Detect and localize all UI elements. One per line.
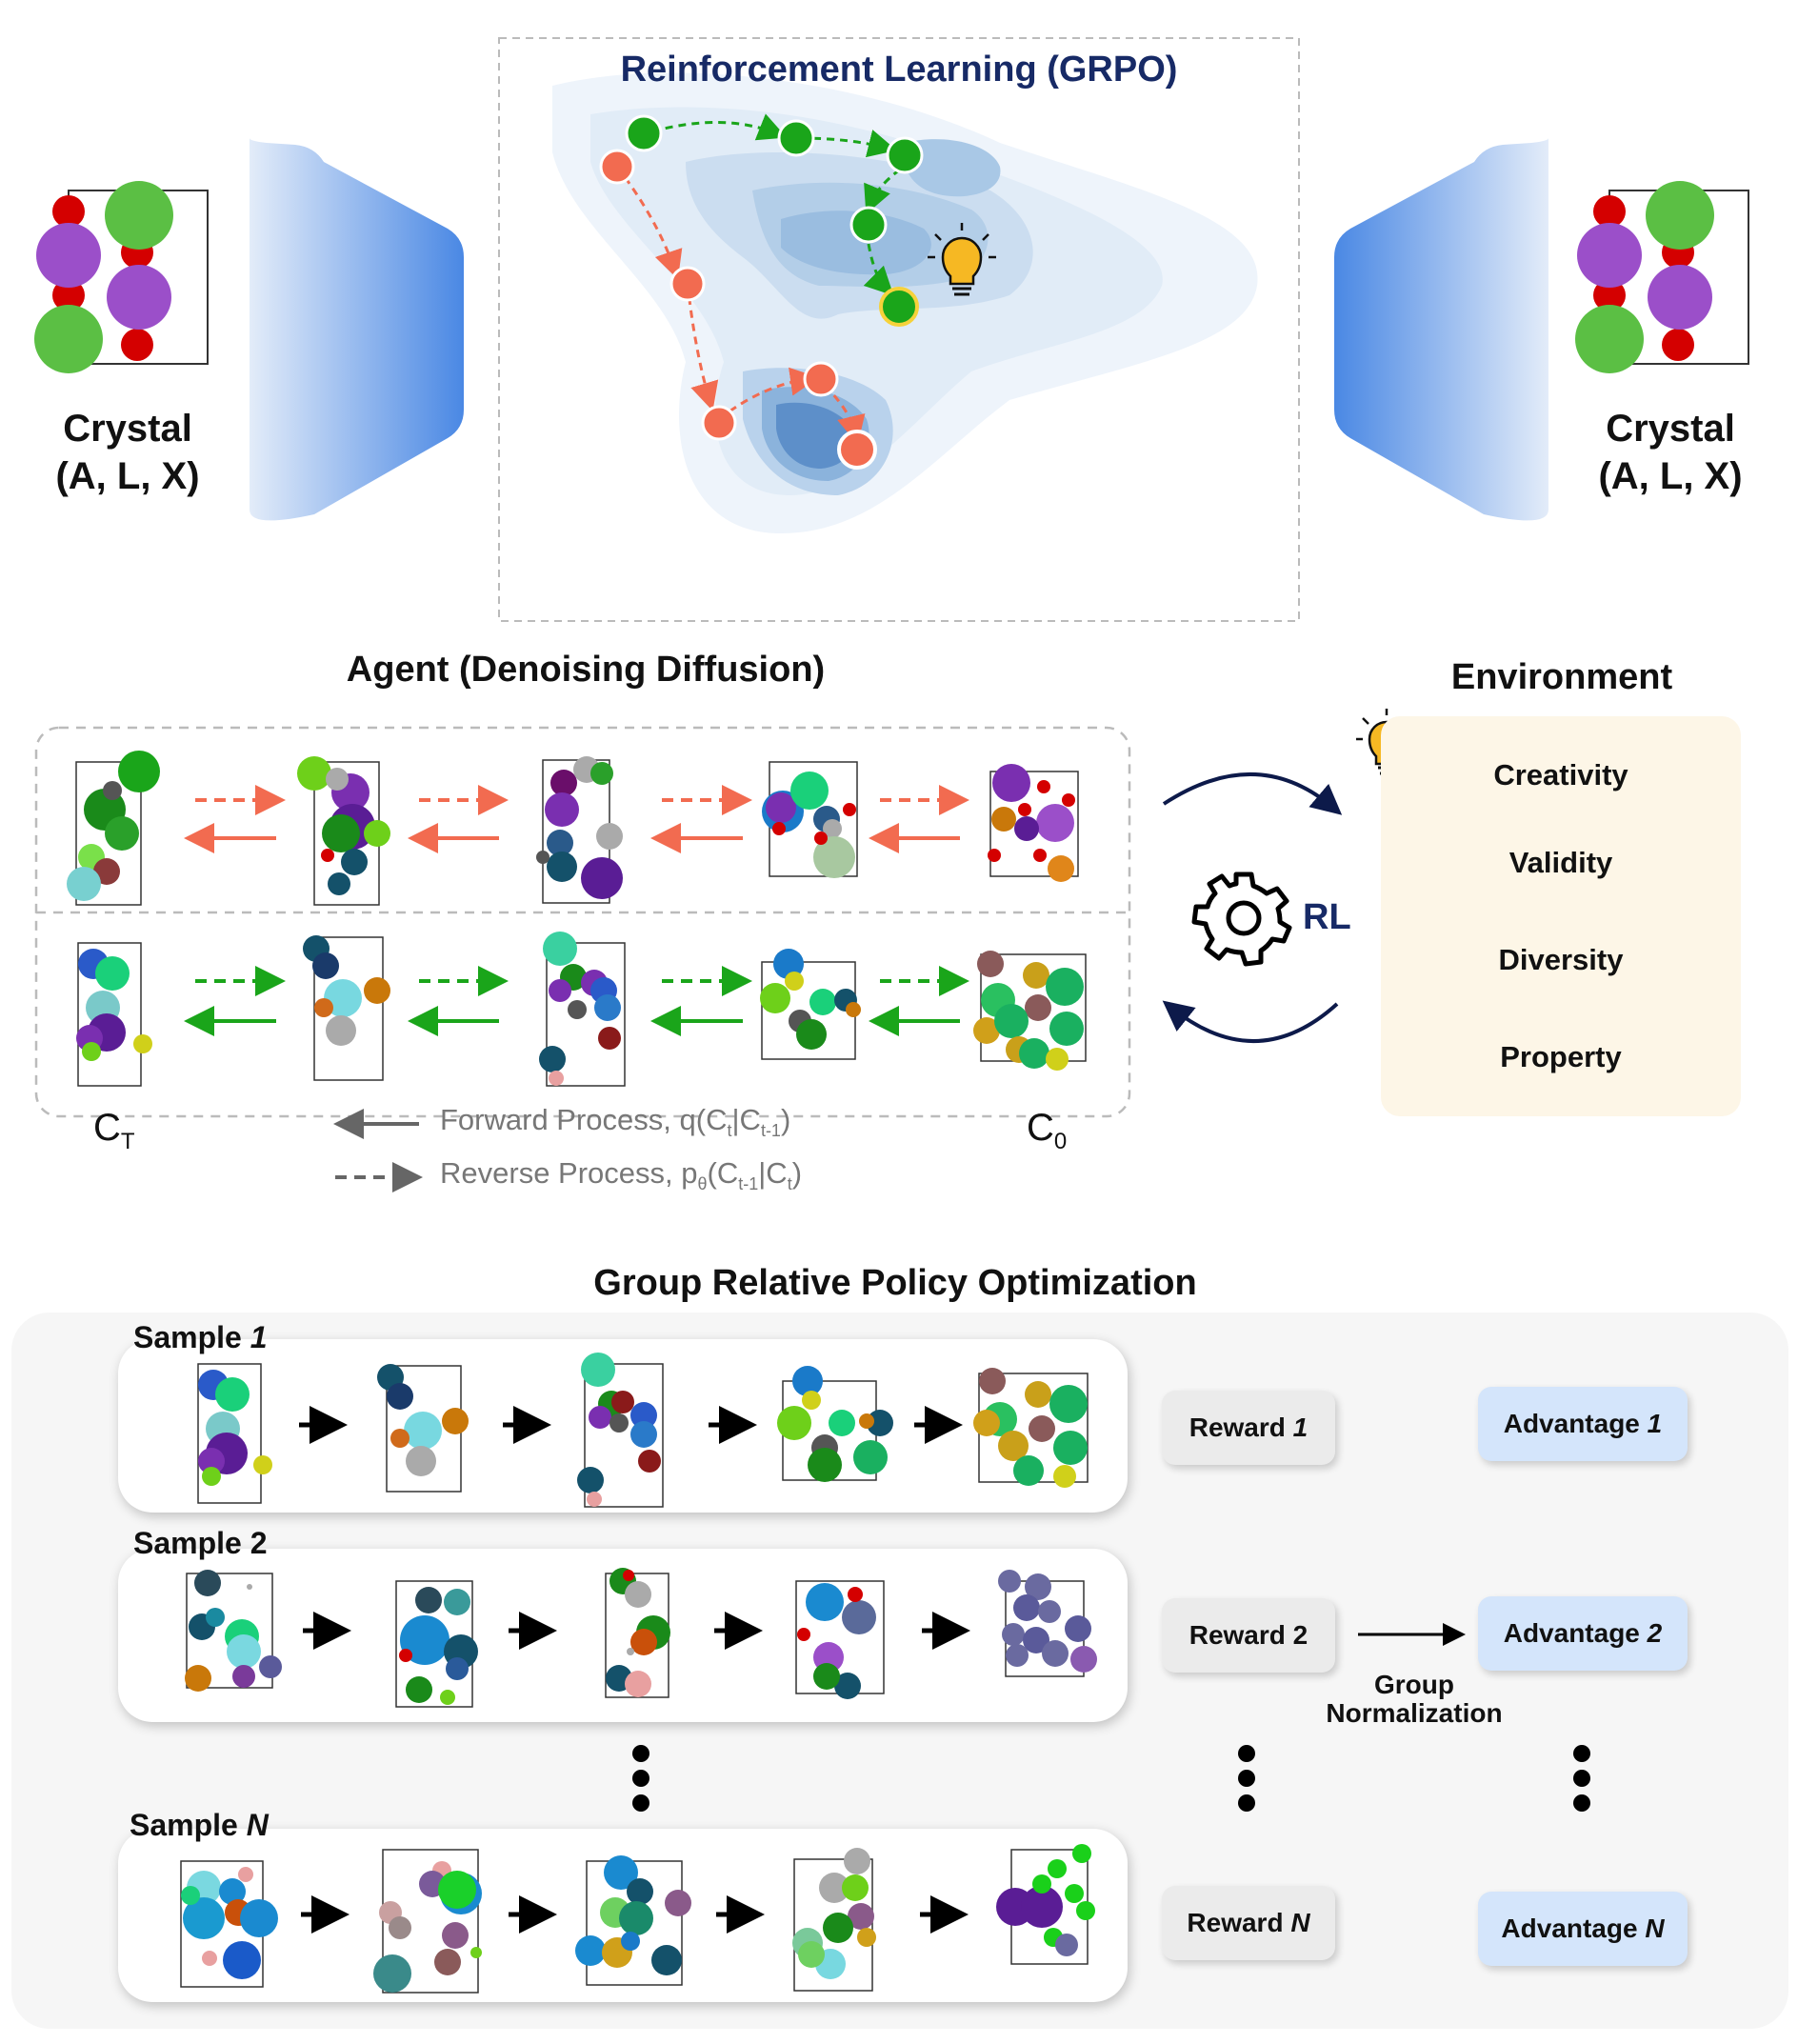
reverse-legend-text: Reverse Process, p (440, 1156, 698, 1190)
advantage-label: Advantage (1501, 1914, 1638, 1943)
forward-legend: Forward Process, q(Ct|Ct-1) (440, 1103, 790, 1141)
ellipsis-dot (1238, 1745, 1255, 1762)
gear-icon (1191, 872, 1292, 967)
advantage-pill-n: Advantage N (1478, 1892, 1688, 1966)
advantage-index: N (1645, 1914, 1665, 1943)
reverse-mid2: |C (758, 1156, 788, 1190)
right-crystal-label: Crystal (A, L, X) (1566, 405, 1775, 500)
sample-label-2: Sample 2 (133, 1526, 268, 1561)
crystal-formula: (A, L, X) (1598, 455, 1743, 497)
forward-sub2: t-1 (760, 1121, 781, 1141)
group-normalization-label: Group Normalization (1305, 1671, 1524, 1728)
c0-label: C0 (1027, 1107, 1067, 1155)
grpo-trajectories (180, 1353, 1466, 1994)
env-item-diversity: Diversity (1498, 943, 1624, 976)
reverse-sub1: t-1 (738, 1174, 759, 1194)
sample-index: N (246, 1808, 269, 1842)
red-row-crystals (67, 751, 1079, 906)
advantage-label: Advantage (1503, 1618, 1640, 1648)
cycle-arrow-bottom (1162, 1000, 1339, 1043)
group-norm-line2: Normalization (1326, 1698, 1503, 1728)
ellipsis-dot (1573, 1770, 1590, 1787)
env-item-validity: Validity (1508, 846, 1613, 879)
crystal-formula: (A, L, X) (55, 455, 200, 497)
agent-title: Agent (Denoising Diffusion) (346, 650, 826, 690)
rl-title: Reinforcement Learning (GRPO) (620, 50, 1178, 90)
crystal-label-line2: (A, L, X) (23, 452, 232, 500)
advantage-pill-1: Advantage 1 (1478, 1387, 1688, 1461)
sample-index: 2 (250, 1526, 268, 1560)
advantage-index: 2 (1647, 1618, 1663, 1648)
agent-diagram (34, 709, 1417, 1192)
group-norm-line1: Group (1374, 1670, 1454, 1699)
sample-2-crystals (185, 1568, 1097, 1708)
left-crystal-structure (34, 181, 209, 373)
reward-index: 2 (1292, 1620, 1309, 1650)
sample-1-crystals (197, 1353, 1089, 1508)
ellipsis-dot (632, 1745, 649, 1762)
red-trajectory (599, 149, 877, 470)
cycle-arrow-top (1162, 772, 1343, 815)
reward-index: N (1290, 1908, 1310, 1937)
sample-label-n: Sample N (130, 1808, 269, 1843)
ct-text: C (93, 1107, 121, 1149)
reward-label: Reward (1189, 1620, 1286, 1650)
reverse-mid1: (C (707, 1156, 739, 1190)
green-row-crystals (76, 932, 1087, 1087)
env-item-creativity: Creativity (1493, 758, 1628, 792)
advantage-index: 1 (1647, 1409, 1663, 1438)
encoder-shape (250, 138, 464, 521)
green-trajectory (625, 113, 924, 327)
ellipsis-dot (1238, 1794, 1255, 1812)
env-item-property: Property (1500, 1040, 1622, 1073)
rl-label: RL (1303, 897, 1351, 937)
sample-label-1: Sample 1 (133, 1320, 268, 1355)
reverse-sub0: θ (697, 1174, 708, 1194)
crystal-label-line2: (A, L, X) (1566, 452, 1775, 500)
reverse-end: ) (791, 1156, 803, 1190)
sample-n-crystals (180, 1844, 1095, 1994)
ellipsis-dot (632, 1770, 649, 1787)
ct-label: CT (93, 1107, 135, 1155)
reward-pill-1: Reward 1 (1162, 1391, 1335, 1465)
forward-mid: |C (731, 1103, 761, 1136)
left-crystal-label: Crystal (A, L, X) (23, 405, 232, 500)
sample-label-text: Sample (130, 1808, 238, 1842)
ellipsis-dot (1573, 1794, 1590, 1812)
sample-label-text: Sample (133, 1526, 242, 1560)
ellipsis-dot (1238, 1770, 1255, 1787)
reverse-legend: Reverse Process, pθ(Ct-1|Ct) (440, 1156, 802, 1194)
ct-subscript: T (120, 1129, 135, 1154)
ellipsis-dot (1573, 1745, 1590, 1762)
forward-legend-text: Forward Process, q(C (440, 1103, 728, 1136)
c0-text: C (1027, 1107, 1054, 1149)
lightbulb-icon (928, 223, 996, 296)
crystal-label-line1: Crystal (63, 408, 192, 450)
forward-end: ) (780, 1103, 791, 1136)
crystal-label-line1: Crystal (1606, 408, 1735, 450)
grpo-title: Group Relative Policy Optimization (593, 1263, 1197, 1303)
advantage-label: Advantage (1503, 1409, 1640, 1438)
advantage-pill-2: Advantage 2 (1478, 1596, 1688, 1671)
reward-index: 1 (1292, 1413, 1309, 1442)
reward-label: Reward (1187, 1908, 1284, 1937)
reward-pill-n: Reward N (1162, 1886, 1335, 1960)
environment-title: Environment (1450, 657, 1673, 697)
sample-index: 1 (250, 1320, 268, 1354)
decoder-shape (1334, 138, 1548, 521)
green-row-arrows (184, 966, 969, 1036)
rl-panel (498, 37, 1300, 622)
forward-sub1: t (727, 1121, 732, 1141)
reverse-sub2: t (787, 1174, 792, 1194)
red-row-arrows (184, 785, 969, 853)
reward-label: Reward (1189, 1413, 1286, 1442)
c0-subscript: 0 (1053, 1129, 1068, 1154)
sample-label-text: Sample (133, 1320, 242, 1354)
right-crystal-structure (1575, 181, 1749, 373)
top-diagram (34, 37, 1749, 622)
reward-pill-2: Reward 2 (1162, 1598, 1335, 1673)
environment-box: Creativity Validity Diversity Property (1381, 716, 1741, 1116)
ellipsis-dot (632, 1794, 649, 1812)
